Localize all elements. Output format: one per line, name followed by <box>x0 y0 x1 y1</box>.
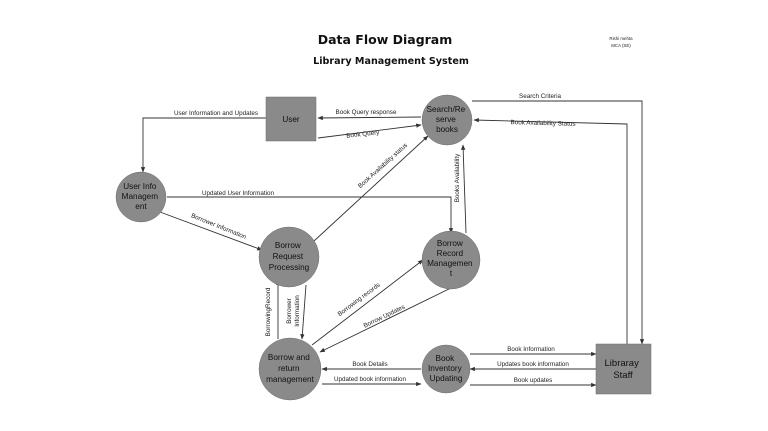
node-search-line-3: books <box>436 125 458 134</box>
node-user-label: User <box>282 115 300 124</box>
node-search-reserve: Search/Re serve books <box>421 94 473 146</box>
label-borrower-info-vert-2: Information <box>294 295 301 327</box>
node-borrow-return-label: Borrow and return management <box>266 353 315 384</box>
flow-borrowing-records <box>311 259 424 346</box>
label-updated-user-info: Updated User Information <box>202 190 275 197</box>
node-borrow-record-line-4: t <box>450 269 453 278</box>
label-book-updates: Book updates <box>514 377 553 384</box>
flow-user-info-updates <box>140 117 266 173</box>
label-book-query-response: Book Query response <box>336 109 397 116</box>
flow-books-availability <box>461 144 467 234</box>
node-borrow-record-line-2: Record <box>437 249 464 258</box>
borrow-return-process-circle <box>258 337 322 401</box>
node-borrow-request-line-1: Borrow <box>275 241 301 250</box>
node-borrow-return: Borrow and return management <box>258 337 322 401</box>
node-search-line-2: serve <box>436 115 456 124</box>
node-borrow-return-line-3: management <box>266 375 315 384</box>
node-user-info-line-3: ent <box>135 202 147 211</box>
node-user-info: User Info Managem ent <box>115 171 167 223</box>
borrow-record-process-circle <box>421 230 481 290</box>
node-book-inventory-line-3: Updating <box>430 374 463 383</box>
node-borrow-request-line-3: Processing <box>269 263 310 272</box>
label-user-info-updates: User Information and Updates <box>174 110 258 117</box>
label-search-criteria: Search Criteria <box>519 93 561 100</box>
label-borrower-info-vert-1: Borrower <box>286 298 293 324</box>
node-book-inventory-label: Book Inventory Updating <box>428 354 464 383</box>
node-search-line-1: Search/Re <box>427 105 466 114</box>
label-borrowing-records: Borrowing records <box>337 282 382 318</box>
search-reserve-process-circle <box>421 94 473 146</box>
node-user-line-1: User <box>282 115 300 124</box>
flow-book-availability-status <box>473 117 628 344</box>
label-books-availability: Books Availability <box>454 153 461 202</box>
label-book-query: Book Query <box>346 129 381 140</box>
flow-updated-user-info <box>167 196 454 234</box>
borrow-request-process-circle <box>258 226 320 288</box>
node-borrow-record-line-1: Borrow <box>437 239 463 248</box>
flow-search-criteria <box>472 100 645 345</box>
node-user-info-line-1: User Info <box>123 182 157 191</box>
node-user-info-label: User Info Managem ent <box>122 182 161 211</box>
user-info-process-circle <box>115 171 167 223</box>
label-book-details: Book Details <box>352 361 387 368</box>
node-staff-line-2: Staff <box>613 370 633 381</box>
node-borrow-return-line-2: return <box>278 364 300 373</box>
flow-book-availability-diag <box>313 135 429 242</box>
author-name: Rishi mehta <box>609 36 633 41</box>
node-borrow-request-line-2: Request <box>273 252 304 261</box>
node-book-inventory-line-2: Inventory <box>428 364 463 373</box>
user-entity-box <box>265 96 317 142</box>
node-user-info-line-2: Managem <box>122 192 159 201</box>
node-borrow-record-label: Borrow Record Managemen t <box>427 239 475 278</box>
flow-borrow-updates <box>319 286 454 353</box>
flow-borrower-info-diag <box>159 211 263 251</box>
library-staff-entity-box <box>595 343 652 395</box>
author-course: MCA (SE) <box>611 43 631 48</box>
diagram-title: Data Flow Diagram <box>318 32 453 47</box>
node-book-inventory: Book Inventory Updating <box>421 344 471 394</box>
label-borrow-updates: Borrow Updates <box>363 304 407 330</box>
label-updated-book-info: Updated book information <box>334 376 407 383</box>
label-book-information: Book Information <box>507 346 555 353</box>
label-book-availability-diag: Book Availability status <box>357 142 409 190</box>
node-library-staff: Libraray Staff <box>595 343 652 395</box>
label-borrowing-record: BorrowingRecord <box>265 287 272 336</box>
node-borrow-request-label: Borrow Request Processing <box>269 241 310 272</box>
node-borrow-return-line-1: Borrow and <box>268 353 310 362</box>
node-staff-line-1: Libraray <box>605 358 640 369</box>
label-updates-book-info: Updates book information <box>497 361 569 368</box>
flow-book-query <box>317 123 422 139</box>
flows: User Information and Updates Book Query … <box>140 93 645 388</box>
node-borrow-record: Borrow Record Managemen t <box>421 230 481 290</box>
node-book-inventory-line-1: Book <box>436 354 456 363</box>
node-borrow-request: Borrow Request Processing <box>258 226 320 288</box>
diagram-subtitle: Library Management System <box>313 56 469 67</box>
flow-borrower-info-vert <box>300 284 307 340</box>
book-inventory-process-circle <box>421 344 471 394</box>
node-search-reserve-label: Search/Re serve books <box>427 105 468 134</box>
node-user: User <box>265 96 317 142</box>
label-book-availability-status: Book Availability Status <box>510 119 575 128</box>
node-library-staff-label: Libraray Staff <box>605 358 642 381</box>
flow-book-query-response <box>317 115 422 121</box>
node-borrow-record-line-3: Managemen <box>427 259 473 268</box>
